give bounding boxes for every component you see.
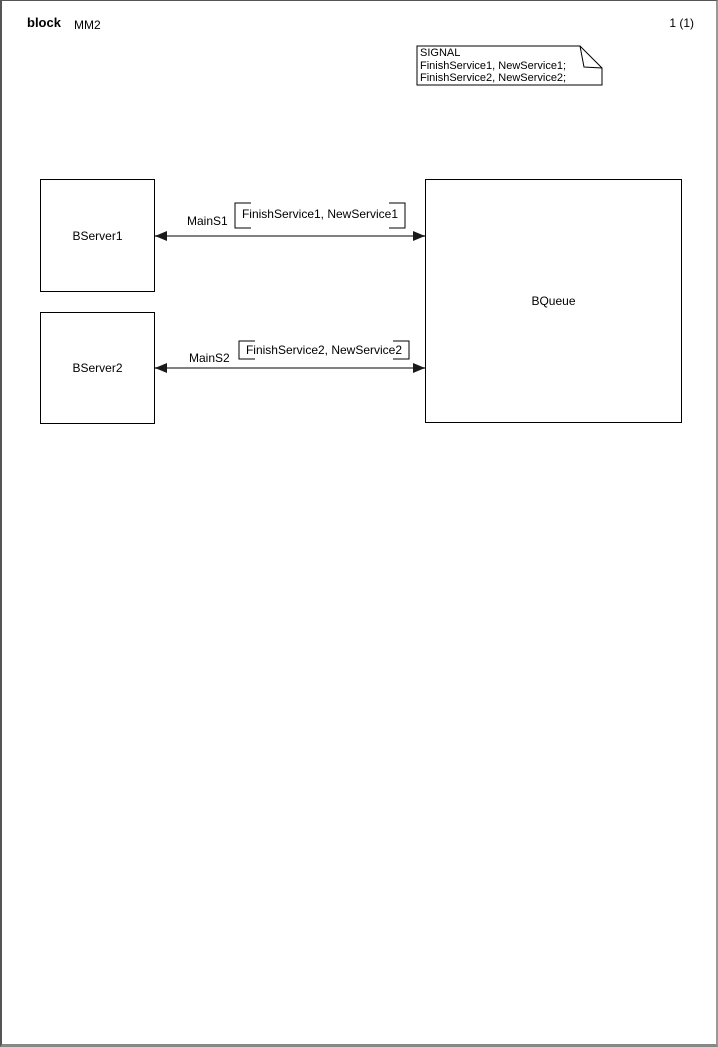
arrowhead-right-icon	[413, 363, 425, 373]
channel-mains2-signal-list[interactable]: FinishService2, NewService2	[245, 343, 403, 357]
page-number: 1 (1)	[669, 16, 694, 30]
channel-mains1-name[interactable]: MainS1	[187, 214, 228, 228]
signal-declaration-line: FinishService1, NewService1;	[420, 59, 567, 72]
signal-declaration-text[interactable]: SIGNAL FinishService1, NewService1; Fini…	[420, 47, 598, 85]
channel-mains1-signal-list[interactable]: FinishService1, NewService1	[241, 207, 399, 221]
block-bqueue[interactable]: BQueue	[425, 179, 682, 423]
block-label: BServer1	[72, 228, 123, 243]
diagram-name: MM2	[74, 18, 101, 32]
folded-corner-icon	[579, 45, 603, 69]
signal-list-brackets[interactable]	[393, 340, 410, 360]
text-symbol-shape[interactable]	[416, 45, 603, 86]
block-bserver1[interactable]: BServer1	[40, 179, 155, 292]
block-label: BQueue	[531, 294, 576, 308]
signal-list-brackets[interactable]	[234, 202, 251, 229]
block-bserver2[interactable]: BServer2	[40, 312, 155, 424]
arrowhead-left-icon	[155, 231, 167, 241]
signal-list-brackets[interactable]	[238, 340, 255, 360]
block-label: BServer2	[72, 361, 123, 375]
signal-keyword: SIGNAL	[420, 47, 461, 59]
arrowhead-right-icon	[413, 231, 425, 241]
diagram-kind-label: block	[27, 15, 61, 30]
signal-declaration-line: FinishService2, NewService2;	[420, 72, 567, 85]
signal-list-brackets[interactable]	[389, 202, 406, 229]
arrowhead-left-icon	[155, 363, 167, 373]
channel-mains2-name[interactable]: MainS2	[189, 351, 230, 365]
